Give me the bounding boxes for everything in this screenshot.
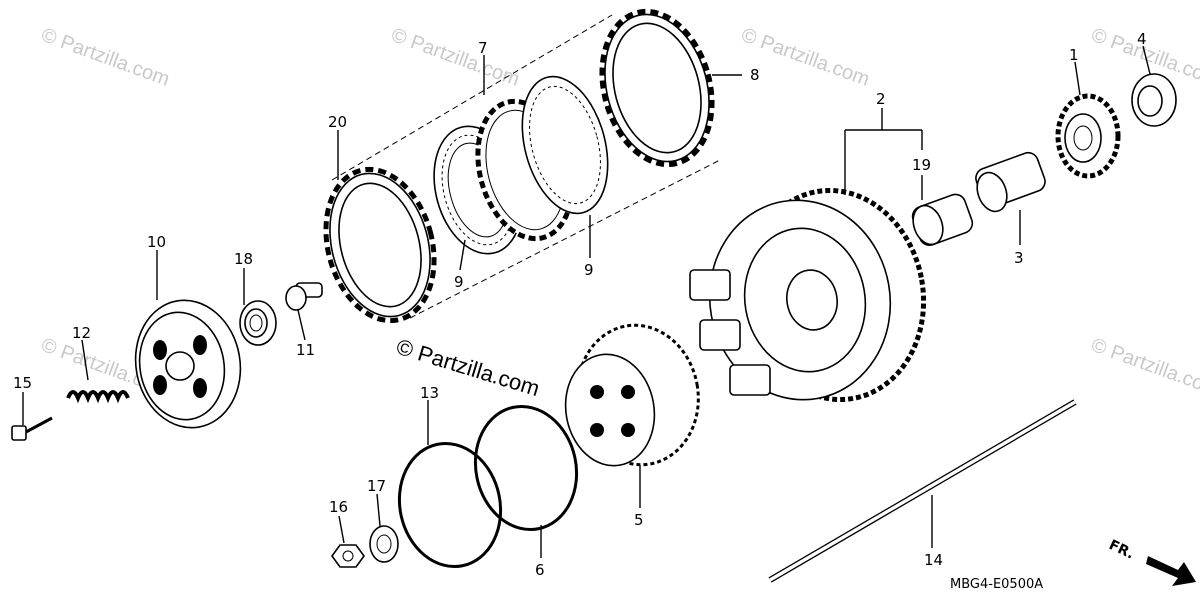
part-11-lifter[interactable] [285,282,323,311]
part-3-collar[interactable] [972,150,1048,216]
front-label: FR. [1106,537,1136,562]
part-19-needle-bearing[interactable] [908,192,975,249]
label-part-10: 10 [147,233,166,251]
watermark: © Partzilla.com [388,24,522,91]
part-9-clutch-plate[interactable] [508,67,622,223]
label-part-17: 17 [367,477,386,495]
part-17-washer[interactable] [369,525,399,563]
part-16-nut[interactable] [331,544,365,568]
watermark: © Partzilla.com [1088,334,1200,401]
label-part-9: 9 [454,273,464,291]
front-direction-marker: FR. [1106,537,1196,586]
label-part-1: 1 [1069,46,1079,64]
part-10-pressure-plate[interactable] [126,292,251,436]
label-part-8: 8 [750,66,760,84]
drawing-code: MBG4-E0500A [950,577,1043,592]
label-part-18: 18 [234,250,253,268]
part-2-clutch-outer[interactable] [689,176,940,414]
label-part-7: 7 [478,39,488,57]
part-labels: 1 2 3 4 5 6 7 8 9 9 10 11 12 13 14 15 16… [13,30,1147,579]
label-part-9: 9 [584,261,594,279]
label-part-20: 20 [328,113,347,131]
part-5-clutch-center[interactable] [557,316,709,475]
label-part-6: 6 [535,561,545,579]
part-13-o-ring[interactable] [388,434,512,576]
label-part-13: 13 [420,384,439,402]
part-8-friction-disc[interactable] [586,0,729,177]
part-15-bolt[interactable] [11,416,53,441]
label-part-4: 4 [1137,30,1147,48]
label-part-11: 11 [296,341,315,359]
part-1-sprocket[interactable] [1055,93,1121,179]
part-14-push-rod[interactable] [768,399,1077,583]
label-part-15: 15 [13,374,32,392]
label-part-19: 19 [912,156,931,174]
part-12-spring[interactable] [66,390,130,404]
label-part-2: 2 [876,90,886,108]
part-4-oil-seal[interactable] [1131,73,1177,127]
label-part-12: 12 [72,324,91,342]
leader-lines [22,45,1151,558]
arrow-right-icon [1146,556,1196,586]
partzilla-watermark: © Partzilla.com [394,334,543,401]
label-part-14: 14 [924,551,943,569]
watermark: © Partzilla.com [38,24,172,91]
label-part-16: 16 [329,498,348,516]
label-part-5: 5 [634,511,644,529]
label-part-3: 3 [1014,249,1024,267]
part-18-bearing[interactable] [239,300,277,346]
part-6-o-ring[interactable] [464,397,588,539]
stack-guide-lines [331,14,721,319]
part-20-friction-disc[interactable] [310,157,450,333]
